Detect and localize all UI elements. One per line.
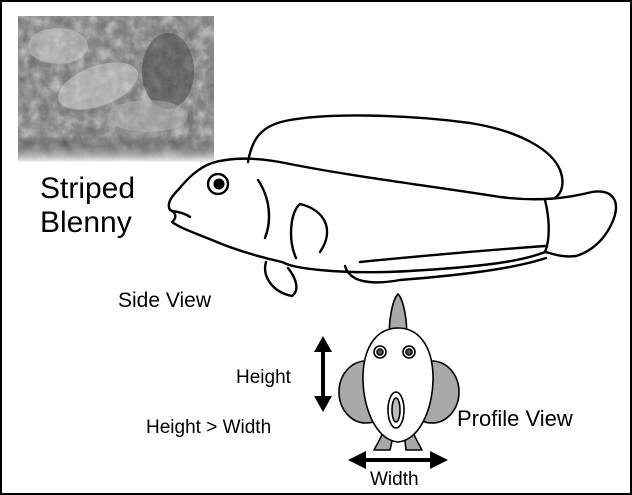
title-line-2: Blenny <box>40 206 135 240</box>
profile-view-fish <box>339 294 459 450</box>
comparison-label: Height > Width <box>146 417 271 439</box>
width-label: Width <box>370 469 419 491</box>
dorsal-fin <box>248 115 562 198</box>
tail-base <box>545 200 549 252</box>
title-line-1: Striped <box>40 172 135 206</box>
height-label: Height <box>236 367 291 389</box>
width-arrow <box>348 451 448 469</box>
pelvic-fin <box>265 262 296 296</box>
page-title: Striped Blenny <box>40 172 135 240</box>
side-pupil <box>214 179 225 190</box>
height-arrow <box>314 336 332 412</box>
side-view-label: Side View <box>118 289 211 313</box>
gill-line <box>258 180 269 238</box>
profile-view-label: Profile View <box>457 406 573 432</box>
pectoral-fin-edge <box>300 204 327 252</box>
pectoral-fin <box>291 204 300 258</box>
side-view-fish <box>169 115 616 296</box>
